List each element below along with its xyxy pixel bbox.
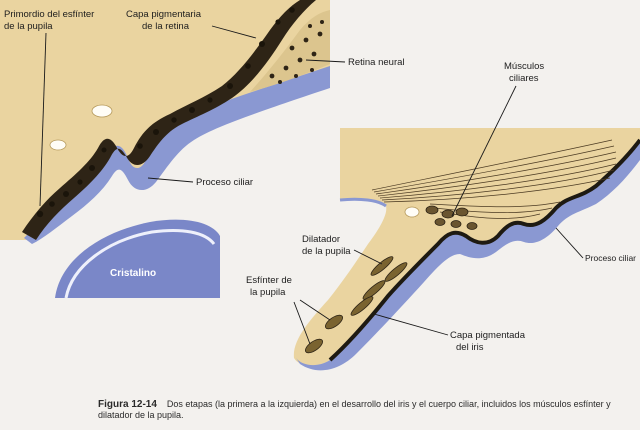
neural-retina-leader bbox=[305, 59, 346, 63]
ciliary-process-label-left: Proceso ciliar bbox=[196, 177, 253, 188]
lens bbox=[55, 219, 220, 298]
left-neural-retina-dots bbox=[269, 20, 324, 84]
dilator-leader bbox=[353, 249, 383, 265]
ciliary-muscle-fibres bbox=[371, 139, 617, 219]
ciliary-process-leader-left bbox=[147, 177, 194, 183]
left-vessel-2 bbox=[49, 139, 67, 151]
left-neural-retina bbox=[250, 10, 330, 92]
pigment-layer-label-line2: de la retina bbox=[142, 21, 190, 32]
sphincter-label-line2: la pupila bbox=[250, 287, 286, 298]
ciliary-process-label-right: Proceso ciliar bbox=[585, 253, 636, 263]
sphincter-leader-2 bbox=[293, 301, 311, 345]
ciliary-muscle-bundles bbox=[425, 205, 478, 230]
right-mesenchyme bbox=[293, 128, 640, 366]
iris-pigment-label-line1: Capa pigmentada bbox=[450, 330, 526, 341]
pigment-layer-label-line1: Capa pigmentaria bbox=[126, 9, 202, 20]
ciliary-muscles-leader bbox=[451, 85, 517, 217]
lens-capsule bbox=[64, 229, 216, 299]
ciliary-muscles-label-line1: Músculos bbox=[504, 61, 544, 72]
dilator-muscle bbox=[350, 256, 408, 316]
right-vessel bbox=[404, 206, 420, 218]
lens-label: Cristalino bbox=[110, 268, 156, 279]
left-pigment-dots bbox=[36, 7, 295, 218]
right-pigment-edge bbox=[328, 138, 640, 362]
pigment-layer-leader bbox=[211, 25, 257, 39]
primordium-label-line1: Primordio del esfínter bbox=[4, 9, 94, 20]
right-neural-layer bbox=[296, 140, 640, 371]
left-neural-layer bbox=[24, 66, 330, 244]
ciliary-muscles-label-line2: ciliares bbox=[509, 73, 539, 84]
dilator-label-line2: de la pupila bbox=[302, 246, 351, 257]
left-vessel-1 bbox=[91, 104, 113, 118]
figure-id: Figura 12-14 bbox=[98, 399, 157, 410]
iris-pigment-leader bbox=[373, 313, 449, 336]
right-panel bbox=[293, 128, 640, 371]
ciliary-process-leader-right bbox=[555, 227, 584, 259]
sphincter-leader-1 bbox=[299, 299, 331, 321]
caption-text: Dos etapas (la primera a la izquierda) e… bbox=[98, 399, 611, 420]
left-pigment-band bbox=[22, 0, 316, 240]
left-panel: Cristalino bbox=[0, 0, 330, 299]
neural-retina-label: Retina neural bbox=[348, 57, 405, 68]
sphincter-muscle bbox=[305, 314, 343, 354]
primordium-leader bbox=[39, 32, 47, 207]
primordium-label-line2: de la pupila bbox=[4, 21, 53, 32]
right-top-edge bbox=[339, 197, 387, 208]
sphincter-label-line1: Esfínter de bbox=[246, 275, 292, 286]
dilator-label-line1: Dilatador bbox=[302, 234, 340, 245]
iris-pigment-label-line2: del iris bbox=[456, 342, 484, 353]
